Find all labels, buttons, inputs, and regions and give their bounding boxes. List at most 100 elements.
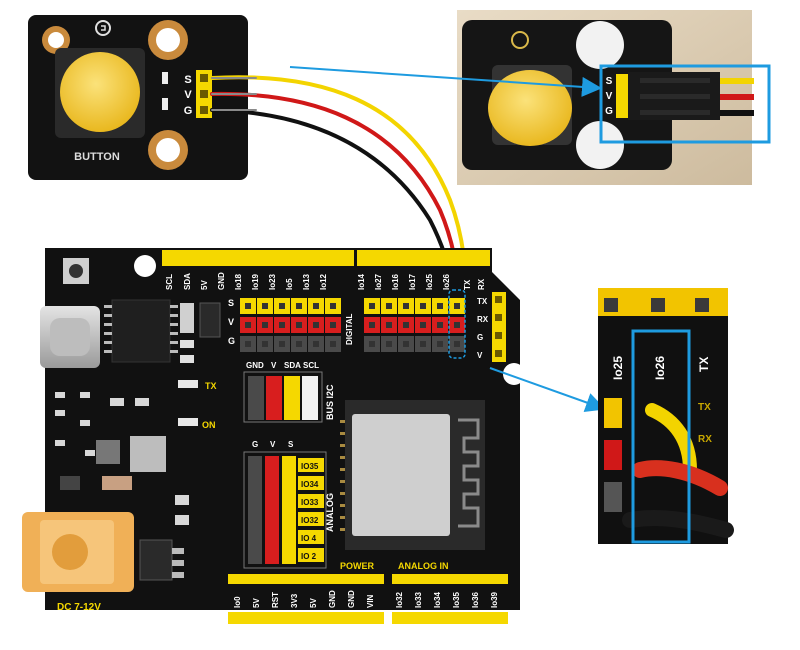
button-cap	[60, 52, 140, 132]
analog-col-g: G	[252, 440, 258, 449]
zoom-wire-black	[622, 510, 734, 538]
power-pin-label: 5V	[252, 598, 261, 608]
pin-hole	[386, 322, 392, 328]
analog-in-pin-label: Io36	[471, 591, 480, 608]
pin-hole	[369, 322, 375, 328]
analog-in-header	[392, 574, 508, 584]
on-led-label: ON	[202, 420, 216, 430]
zoom-side-tx: TX	[698, 402, 711, 413]
zoom-highlight-box	[631, 329, 691, 544]
right-label-rx: RX	[477, 315, 489, 324]
pin-hole	[386, 341, 392, 347]
i2c-bus-label: BUS I2C	[325, 384, 335, 420]
i2c-pin-sda: SDA	[284, 361, 301, 370]
top-header-label: Io27	[374, 273, 383, 290]
zoom-wire-red	[632, 460, 728, 496]
photo-module: S V G	[457, 10, 771, 185]
pin-hole	[313, 303, 319, 309]
analog-in-pin-label: Io35	[452, 591, 461, 608]
pin-hole	[245, 303, 251, 309]
analog-in-pin-label: Io39	[490, 591, 499, 608]
module-pin-s: S	[184, 74, 191, 86]
top-header-label: GND	[217, 272, 226, 290]
photo-highlight-box	[599, 64, 771, 144]
pin-hole	[313, 322, 319, 328]
power-label: POWER	[340, 561, 375, 571]
photo-pin-s: S	[606, 76, 613, 87]
power-pin-label: Io0	[233, 596, 242, 608]
esp32-module	[340, 400, 485, 550]
pin-hole	[279, 322, 285, 328]
pin-hole	[454, 303, 460, 309]
top-header-label: SCL	[165, 274, 174, 290]
analog-pin-tag	[298, 530, 324, 544]
top-header-label: Io16	[391, 273, 400, 290]
pin-hole	[369, 341, 375, 347]
dc-input-label: DC 7-12V	[57, 602, 101, 613]
photo-pin-g: G	[605, 106, 613, 117]
pin-hole	[420, 322, 426, 328]
pin-hole	[330, 322, 336, 328]
row-label-g: G	[228, 336, 235, 346]
arrow-to-zoom	[489, 367, 606, 413]
pin-hole	[403, 341, 409, 347]
digital-pin-rows	[240, 298, 465, 352]
pin-hole	[313, 341, 319, 347]
row-label-s: S	[228, 298, 234, 308]
pin-hole	[262, 341, 268, 347]
top-header-label: Io12	[319, 273, 328, 290]
analog-in-label: ANALOG IN	[398, 561, 449, 571]
pin-hole	[330, 341, 336, 347]
analog-pin-tag	[298, 476, 324, 490]
analog-pin-label: IO 2	[301, 552, 317, 561]
pin-hole	[330, 303, 336, 309]
zoom-label-io25: Io25	[611, 356, 625, 380]
top-header-label: RX	[477, 278, 486, 290]
power-pin-label: 5V	[309, 598, 318, 608]
pin-hole	[296, 322, 302, 328]
pin-hole	[437, 322, 443, 328]
tx-led-label: TX	[205, 381, 217, 391]
zoom-side-rx: RX	[698, 434, 712, 445]
top-header-left	[162, 250, 354, 266]
pin-hole	[245, 322, 251, 328]
analog-pin-label: IO 4	[301, 534, 317, 543]
pin-hole	[454, 322, 460, 328]
top-header-label: Io18	[234, 273, 243, 290]
power-pin-label: RST	[271, 592, 280, 608]
analog-pin-label: IO33	[301, 498, 319, 507]
pin-hole	[403, 303, 409, 309]
pin-hole	[420, 341, 426, 347]
analog-label: ANALOG	[325, 493, 335, 532]
pin-hole	[279, 341, 285, 347]
analog-pin-label: IO35	[301, 462, 319, 471]
right-label-g: G	[477, 333, 483, 342]
button-label: BUTTON	[74, 151, 120, 163]
analog-pin-tag	[298, 458, 324, 472]
top-header-label: Io26	[442, 273, 451, 290]
i2c-bus-block: GND V SDA SCL BUS I2C	[243, 361, 335, 423]
analog-pin-label: IO34	[301, 480, 319, 489]
power-pin-label: 3V3	[290, 593, 299, 608]
power-header	[228, 574, 384, 584]
top-header-label: Io23	[268, 273, 277, 290]
power-pin-label: GND	[347, 590, 356, 608]
zoom-inset: Io25 Io26 TX TX RX	[598, 288, 734, 544]
analog-in-pin-label: Io33	[414, 591, 423, 608]
zoom-label-io26: Io26	[653, 356, 667, 380]
top-header-label: Io19	[251, 273, 260, 290]
analog-pin-tag	[298, 494, 324, 508]
pin-hole	[369, 303, 375, 309]
analog-in-pin-label: Io32	[395, 591, 404, 608]
photo-button-cap	[488, 70, 572, 146]
power-pin-label: GND	[328, 590, 337, 608]
pin-hole	[279, 303, 285, 309]
top-header-label: Io25	[425, 273, 434, 290]
top-header-label: Io13	[302, 273, 311, 290]
right-label-v: V	[477, 351, 483, 360]
